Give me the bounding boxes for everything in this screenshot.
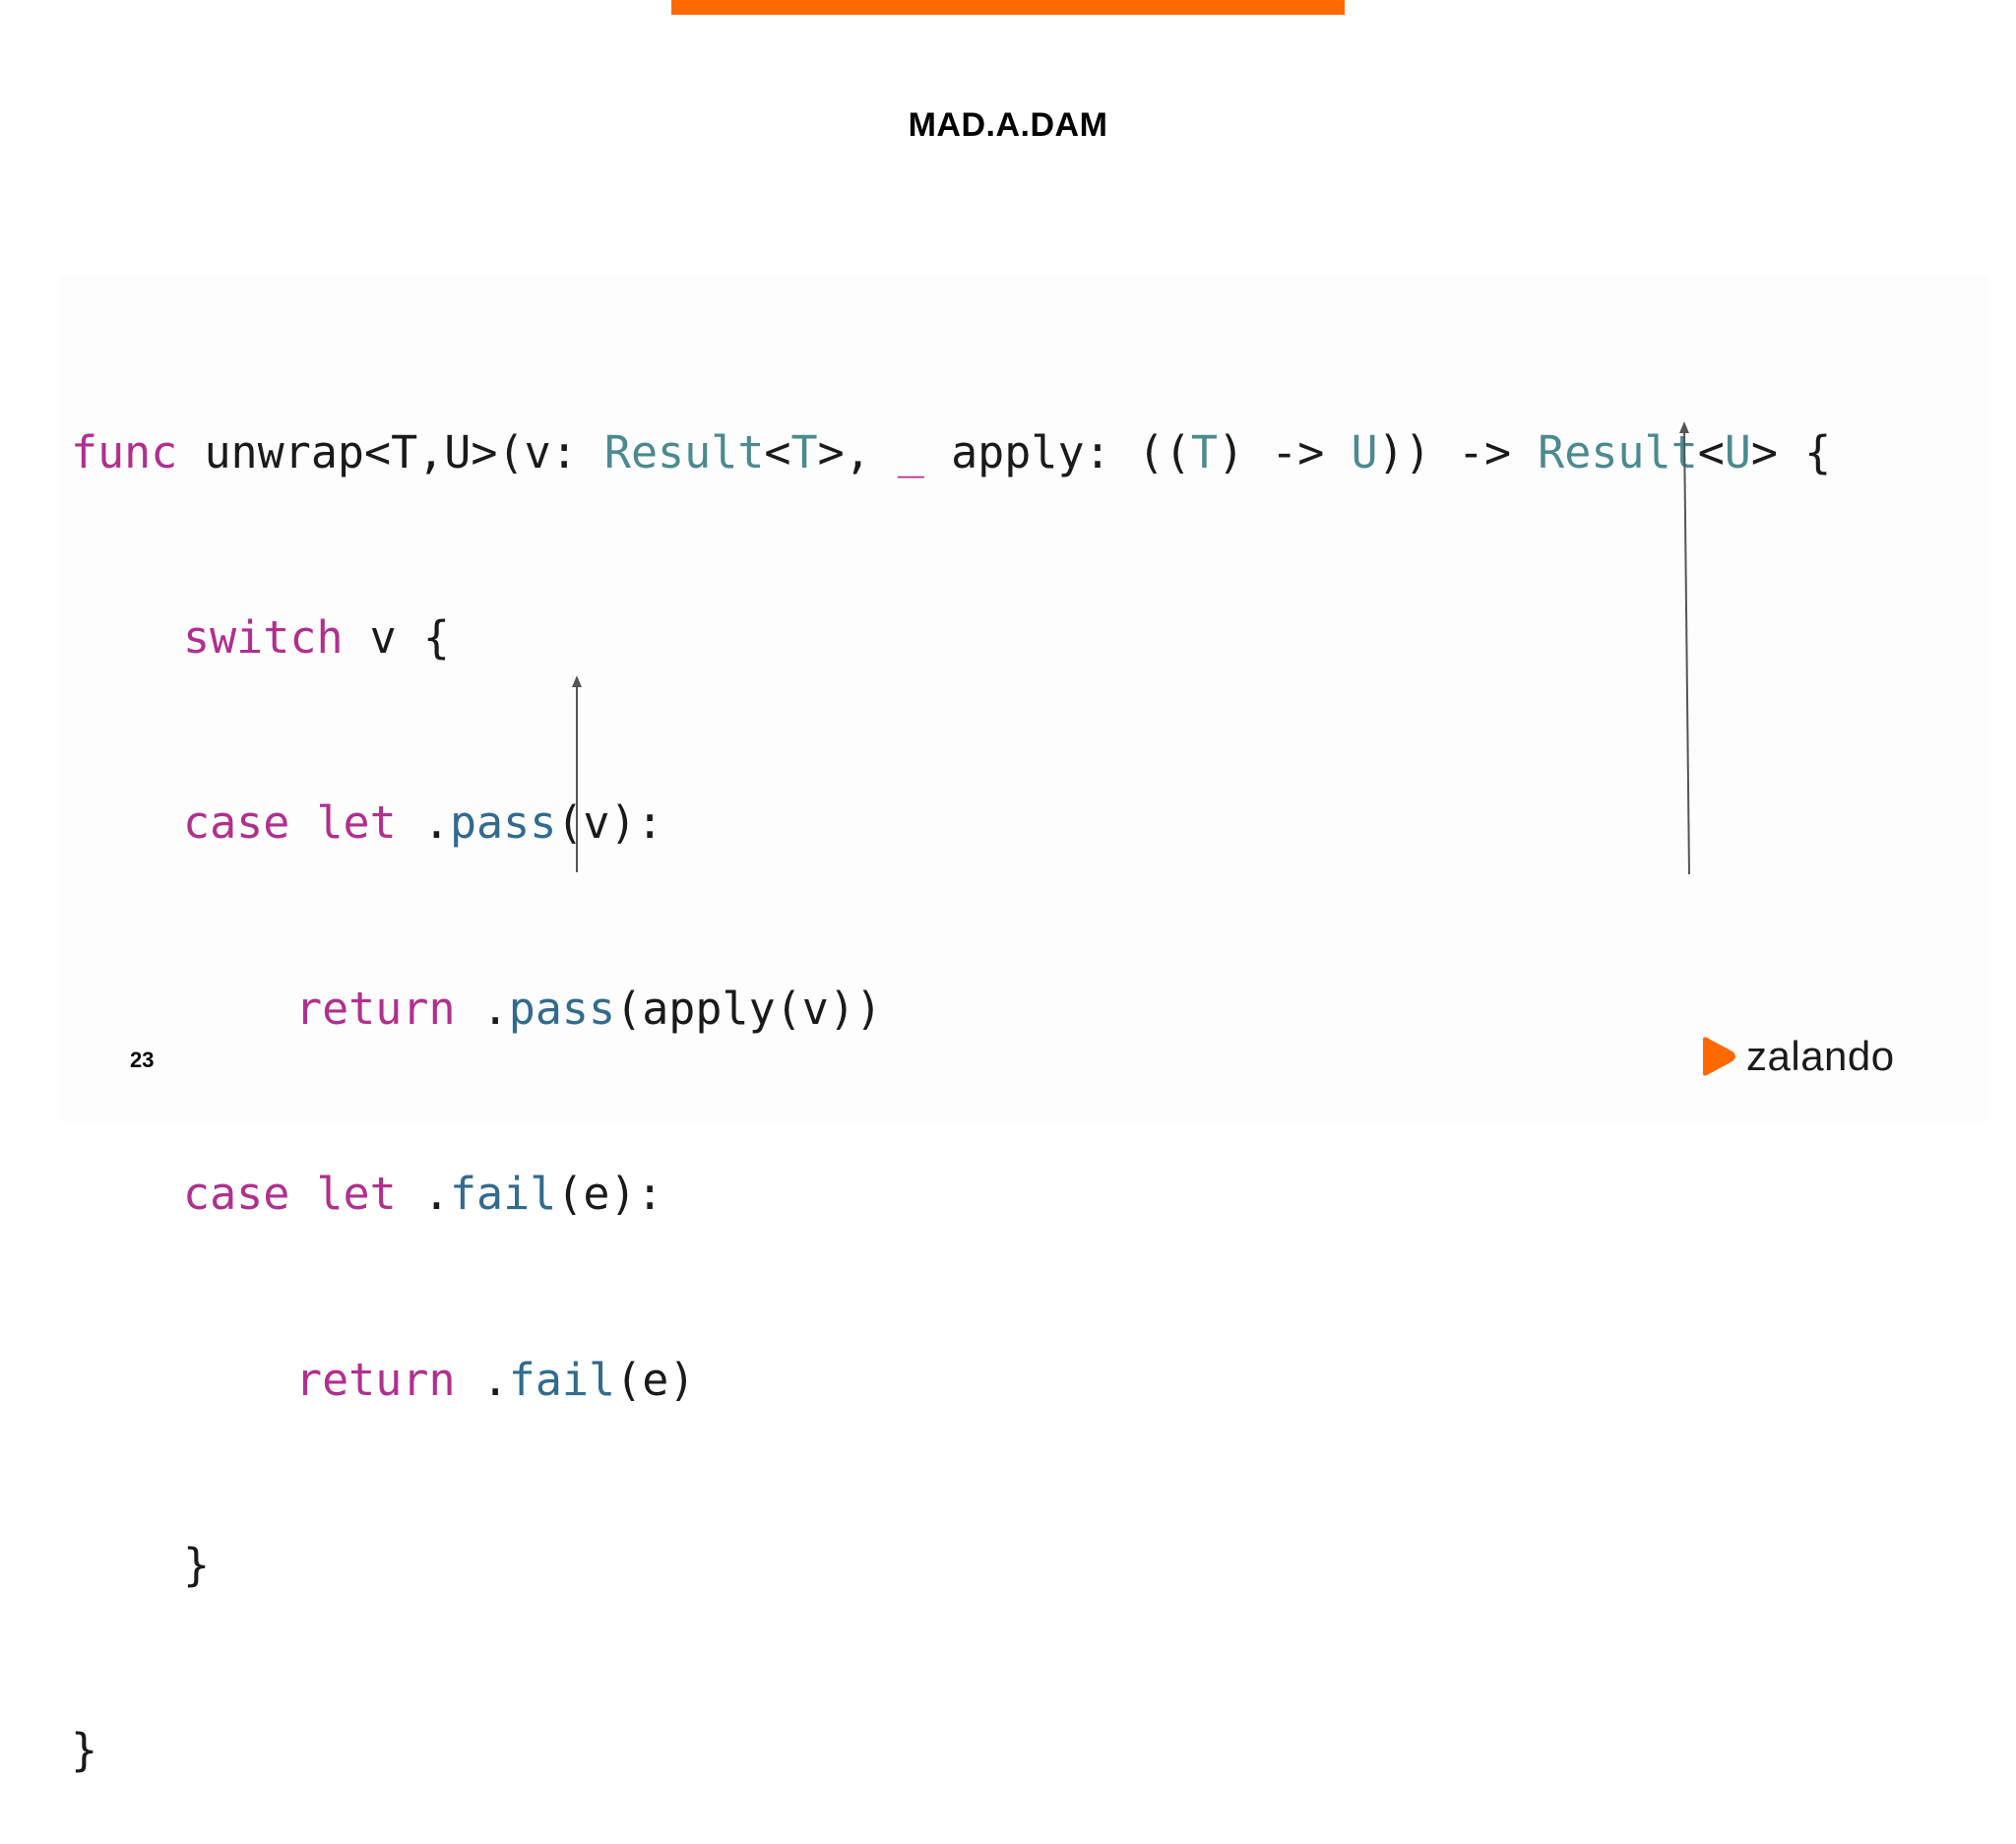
type-token: T (790, 425, 818, 478)
member-token: pass (449, 796, 557, 850)
code-token: . (455, 1353, 509, 1406)
code-token: apply: (( (923, 425, 1191, 478)
code-token: > { (1750, 425, 1832, 478)
code-token: < (1697, 425, 1725, 478)
type-token: U (1351, 425, 1378, 478)
member-token: fail (508, 1353, 616, 1406)
code-token: unwrap<T,U>(v: (177, 425, 604, 478)
keyword-token: case let (183, 1168, 397, 1221)
code-line-2: switch v { (71, 607, 1831, 669)
code-line-7: } (71, 1535, 1831, 1597)
code-background (59, 276, 1988, 1122)
code-token: (apply(v)) (615, 982, 883, 1035)
code-line-1: func unwrap<T,U>(v: Result<T>, _ apply: … (71, 422, 1831, 484)
keyword-token: switch (183, 610, 344, 664)
type-token: U (1724, 425, 1751, 478)
keyword-token: _ (897, 425, 924, 478)
code-token: . (396, 1168, 450, 1221)
brand-logo: zalando (1699, 1032, 1895, 1081)
arrow-up-icon (572, 675, 582, 872)
code-token: } (71, 1724, 98, 1777)
code-line-5: case let .fail(e): (71, 1164, 1831, 1226)
code-token: ) -> (1218, 425, 1352, 478)
code-token: . (396, 796, 450, 850)
page-number: 23 (130, 1048, 155, 1072)
code-line-6: return .fail(e) (71, 1350, 1831, 1412)
member-token: fail (449, 1168, 557, 1221)
keyword-token: return (295, 982, 456, 1035)
code-token: >, (817, 425, 898, 478)
code-line-3: case let .pass(v): (71, 793, 1831, 855)
annotation-arrows (572, 421, 1690, 875)
code-token: v { (343, 610, 450, 664)
zalando-flag-icon (1703, 1037, 1735, 1076)
brand-name: zalando (1746, 1033, 1895, 1079)
arrow-up-icon (1679, 421, 1690, 875)
slide-title: MAD.A.DAM (908, 106, 1108, 144)
code-token: (e) (615, 1353, 696, 1406)
code-token: (v): (556, 796, 663, 850)
code-line-4: return .pass(apply(v)) (71, 979, 1831, 1041)
code-line-8: } (71, 1720, 1831, 1782)
type-token: Result (603, 425, 765, 478)
member-token: pass (508, 982, 616, 1035)
code-token: (e): (556, 1168, 663, 1221)
type-token: T (1190, 425, 1219, 478)
keyword-token: case let (183, 796, 397, 850)
code-token: } (183, 1538, 211, 1591)
code-token: < (764, 425, 791, 478)
keyword-token: return (295, 1353, 456, 1406)
type-token: Result (1538, 425, 1698, 478)
code-token: )) -> (1377, 425, 1539, 478)
top-accent-bar (671, 0, 1345, 15)
keyword-token: func (71, 425, 178, 478)
code-token: . (455, 982, 509, 1035)
